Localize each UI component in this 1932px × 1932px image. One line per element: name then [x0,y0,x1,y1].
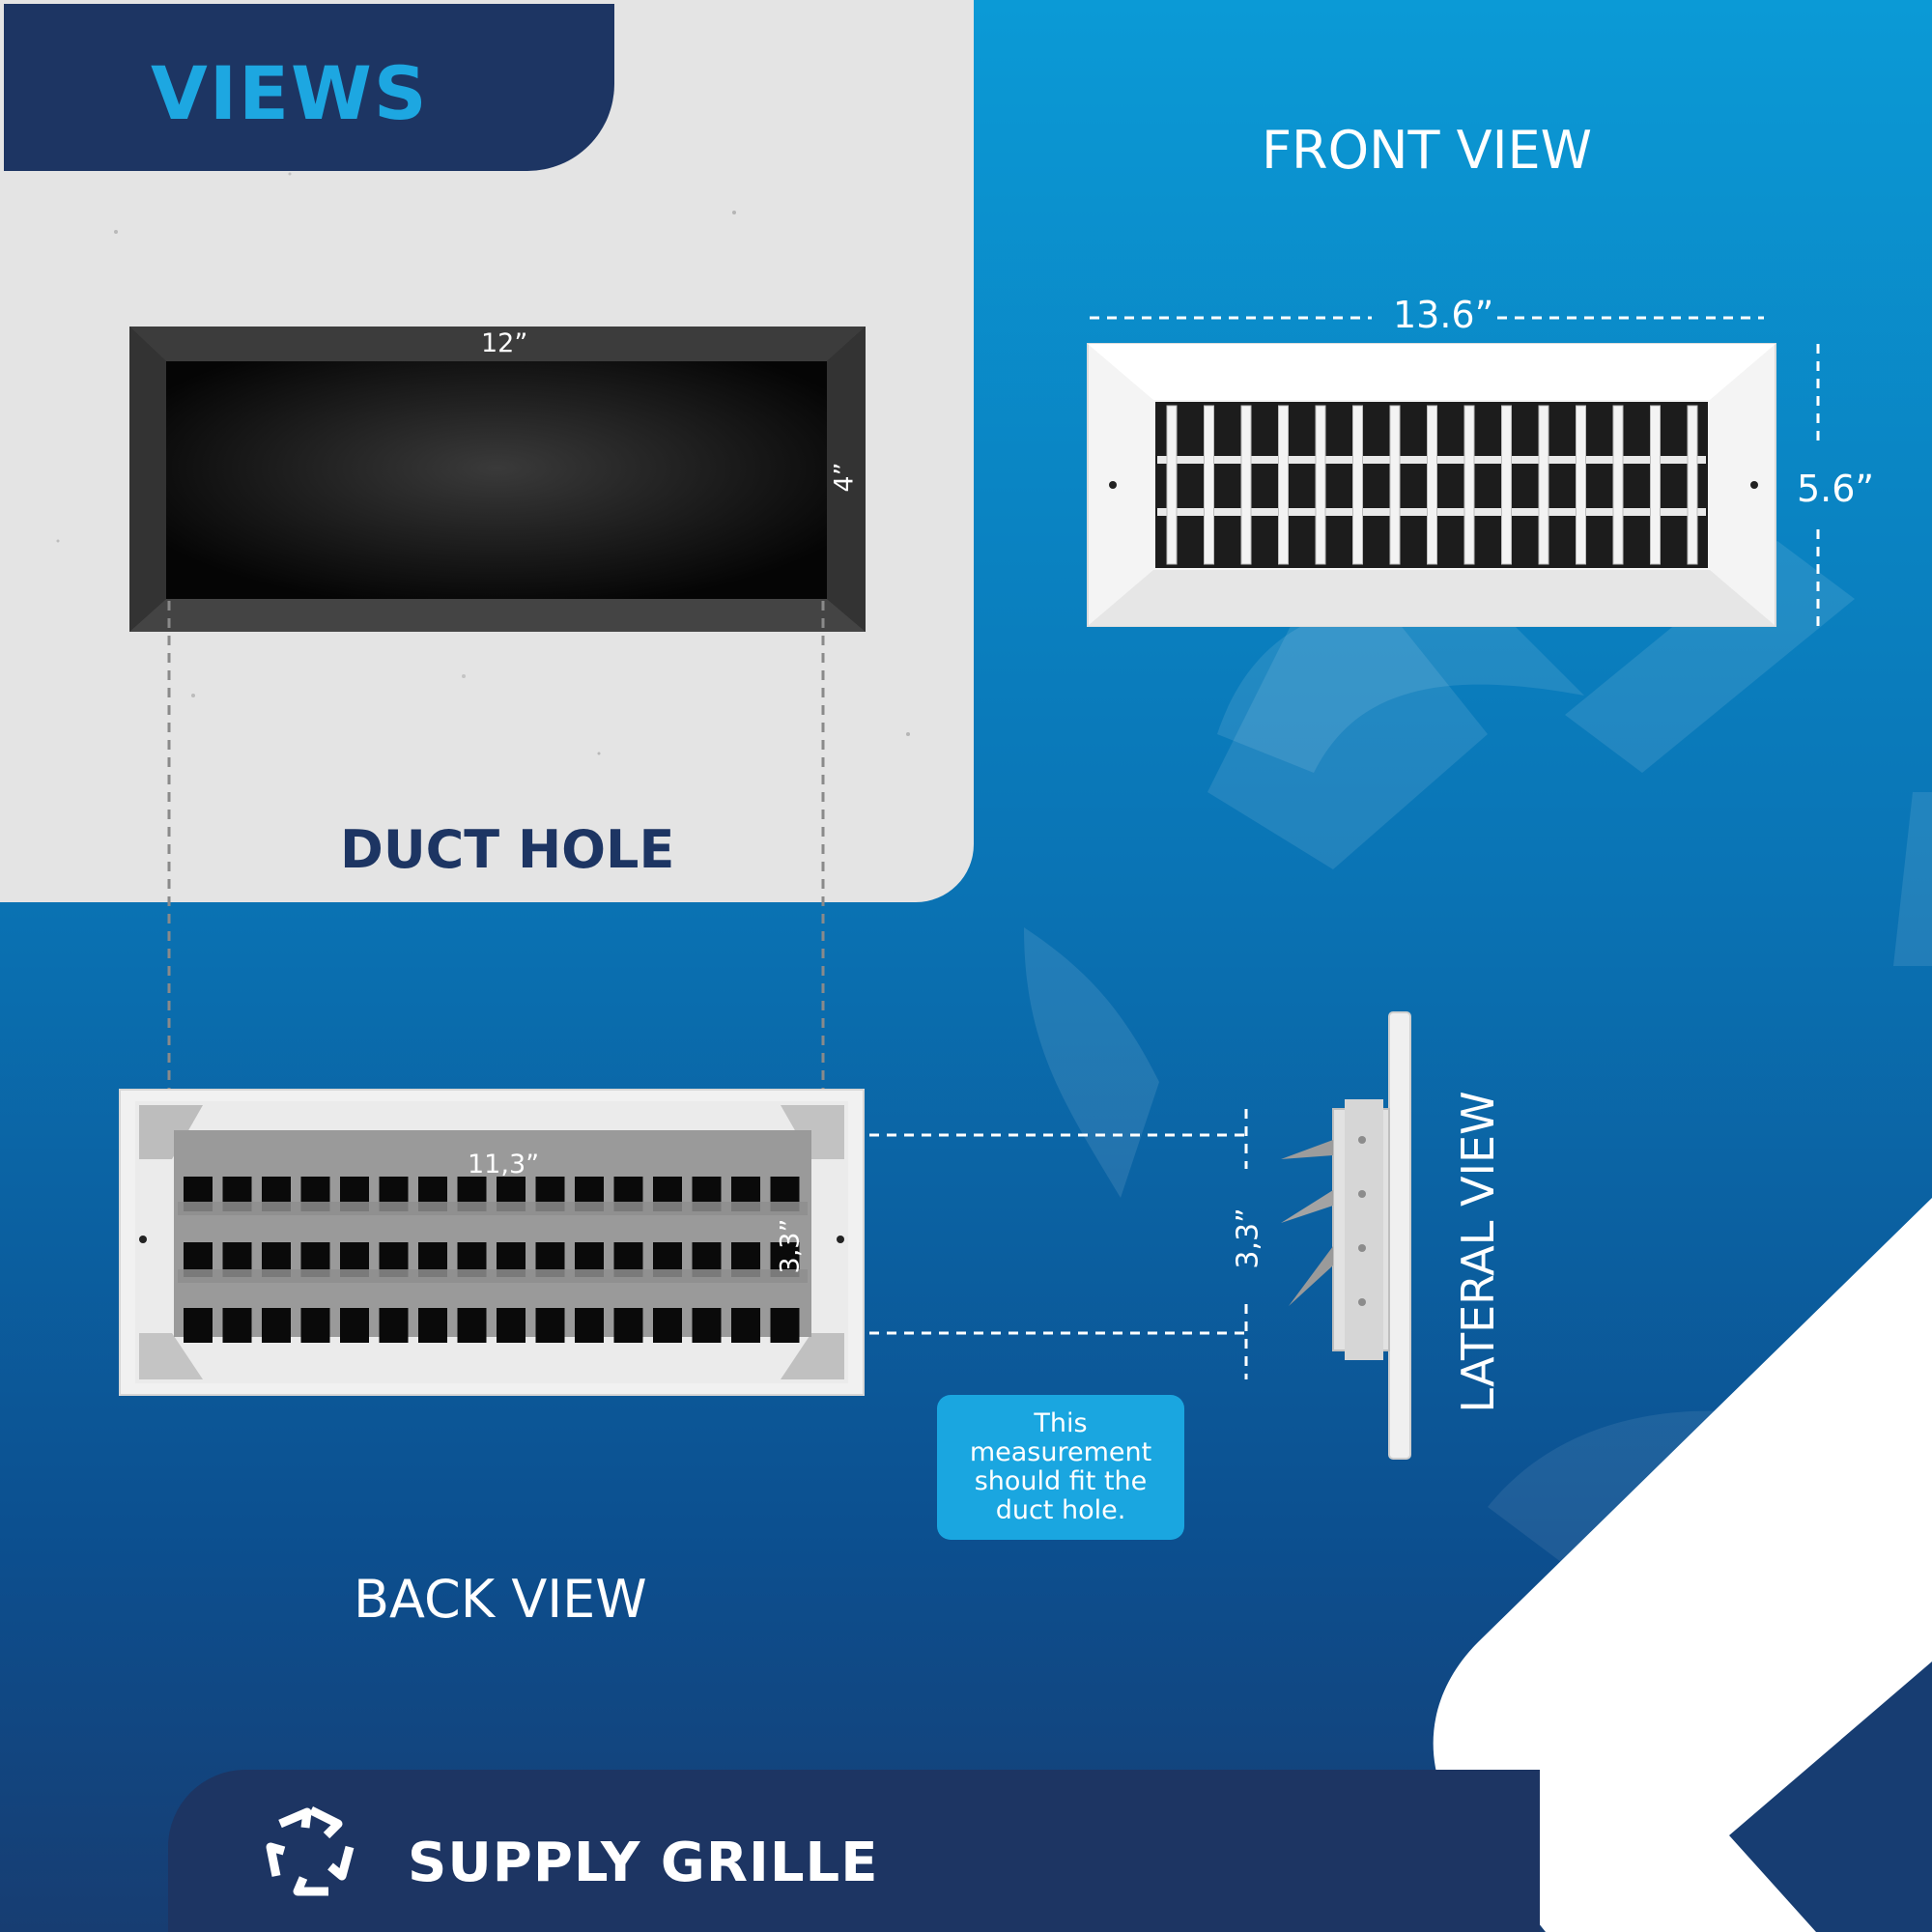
front-grille-slat [1687,405,1698,565]
front-grille-slat [1538,405,1549,565]
front-grille-slat [1278,405,1289,565]
front-grille-slat [1389,405,1401,565]
back-grille-cell [184,1308,213,1343]
front-view-title: FRONT VIEW [1262,120,1593,181]
fit-note-callout: This measurement should fit the duct hol… [937,1395,1184,1540]
front-grille-slat [1463,405,1475,565]
back-grille-cell [418,1308,447,1343]
back-grille-cell [300,1308,330,1343]
front-grille-slat [1204,405,1214,565]
lateral-view-title: LATERAL VIEW [1452,1091,1504,1413]
grille-logo-icon [266,1805,355,1896]
back-grille-cell [379,1308,409,1343]
back-grille-cell [497,1308,526,1343]
front-grille-slat [1576,405,1586,565]
front-view-height-label: 5.6” [1797,468,1875,510]
back-grille-cell [457,1308,487,1343]
front-grille-slat [1612,405,1624,565]
brand-name: SUPPLY GRILLE [408,1832,879,1894]
duct-hole-width-label: 12” [481,328,528,358]
fit-note-text: This measurement should fit the duct hol… [969,1408,1152,1525]
front-view-width-label: 13.6” [1393,294,1494,336]
back-grille-cell [535,1308,565,1343]
views-title: VIEWS [151,50,429,136]
front-grille-slat [1352,405,1363,565]
back-view-inner-width-label: 11,3” [468,1150,540,1179]
front-grille-slat [1650,405,1661,565]
back-grille-cell [653,1308,682,1343]
footer-brand-bar [168,1770,1540,1932]
front-grille-slat [1315,405,1326,565]
back-grille-cell [262,1308,291,1343]
back-grille-cell [222,1308,252,1343]
back-grille-cell [770,1308,800,1343]
front-grille-slat [1501,405,1512,565]
back-grille-cell [613,1308,643,1343]
back-grille-cell [575,1308,604,1343]
front-grille-slat [1166,405,1178,565]
back-grille-cell [692,1308,722,1343]
views-header-tab [4,4,614,171]
duct-hole-title: DUCT HOLE [340,819,675,880]
back-view-title: BACK VIEW [354,1569,647,1630]
front-grille-slat [1240,405,1252,565]
back-grille-cell [340,1308,369,1343]
back-grille-cell [731,1308,760,1343]
front-grille-slat [1427,405,1437,565]
